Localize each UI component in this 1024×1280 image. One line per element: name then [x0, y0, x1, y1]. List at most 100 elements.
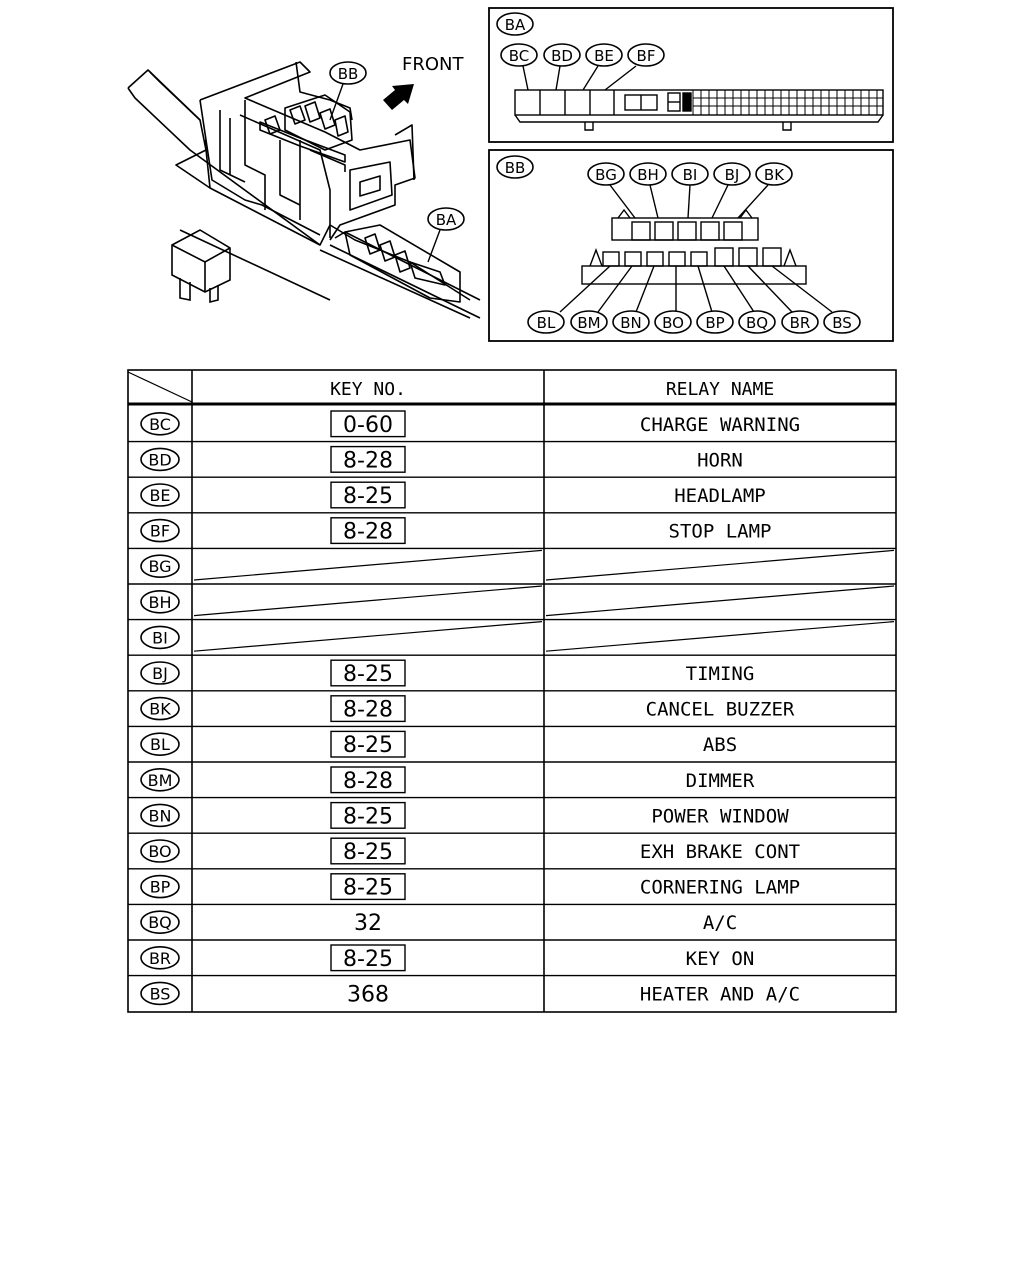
- key-no: 0-60: [343, 413, 393, 438]
- key-no: 8-25: [343, 733, 393, 758]
- table-row: BM 8-28 DIMMER: [128, 761, 896, 794]
- table-row: BK 8-28 CANCEL BUZZER: [128, 690, 896, 723]
- bb-label-bm: BM: [570, 310, 608, 334]
- svg-text:BJ: BJ: [725, 166, 740, 184]
- bb-label-bk: BK: [755, 162, 793, 186]
- svg-text:BL: BL: [150, 735, 170, 754]
- front-label: FRONT: [402, 54, 464, 75]
- key-no: 32: [354, 911, 382, 936]
- header-key-no: KEY NO.: [330, 379, 406, 400]
- table-row: BH: [128, 583, 896, 617]
- row-code: BO: [140, 839, 180, 863]
- front-arrow-icon: [383, 84, 414, 110]
- row-code: BR: [140, 945, 180, 970]
- key-no: 8-28: [343, 698, 393, 723]
- callout-ba: BA: [427, 207, 465, 263]
- svg-text:BL: BL: [537, 314, 556, 332]
- table-row: BG: [128, 547, 896, 581]
- bb-label-bi: BI: [671, 162, 709, 186]
- svg-text:BS: BS: [150, 984, 171, 1003]
- key-box: [330, 766, 406, 794]
- relay-name: HORN: [697, 449, 743, 471]
- key-no: 8-28: [343, 769, 393, 794]
- table-row: BI: [128, 618, 896, 652]
- svg-text:BO: BO: [662, 314, 684, 332]
- relay-name: TIMING: [686, 663, 755, 685]
- svg-text:BH: BH: [148, 593, 171, 612]
- key-box: [330, 695, 406, 723]
- svg-text:BI: BI: [683, 166, 698, 184]
- relay-name: CORNERING LAMP: [640, 877, 800, 899]
- svg-text:BQ: BQ: [746, 314, 768, 332]
- svg-text:BE: BE: [594, 47, 614, 65]
- svg-text:BG: BG: [595, 166, 617, 184]
- key-box: [330, 730, 406, 758]
- key-no: 8-25: [343, 484, 393, 509]
- svg-text:BI: BI: [152, 628, 168, 647]
- key-box: [330, 517, 406, 545]
- key-no: 368: [347, 982, 389, 1007]
- table-row: BS 368 HEATER AND A/C: [128, 974, 896, 1007]
- relay-name: EXH BRAKE CONT: [640, 841, 800, 863]
- bb-label-bs: BS: [823, 310, 861, 334]
- empty-name-diagonal: [545, 549, 895, 581]
- row-code: BN: [140, 803, 180, 828]
- row-code: BL: [140, 732, 180, 757]
- relay-name: KEY ON: [686, 948, 755, 970]
- bb-label-bl: BL: [527, 310, 565, 334]
- row-code: BE: [140, 483, 180, 507]
- ba-label-bc: BC: [500, 43, 538, 67]
- svg-text:BF: BF: [150, 522, 170, 541]
- relay-name: STOP LAMP: [669, 521, 772, 543]
- svg-text:BG: BG: [148, 557, 171, 576]
- svg-text:BC: BC: [509, 47, 530, 65]
- table-row: BE 8-25 HEADLAMP: [128, 476, 896, 509]
- svg-text:BJ: BJ: [152, 664, 168, 683]
- row-code: BH: [140, 589, 180, 614]
- table-row: BR 8-25 KEY ON: [128, 939, 896, 972]
- bb-label-bn: BN: [612, 310, 650, 334]
- row-code: BK: [140, 696, 180, 721]
- svg-text:BF: BF: [637, 47, 656, 65]
- ba-label-bf: BF: [627, 43, 665, 67]
- svg-text:BB: BB: [338, 65, 359, 83]
- relay-name: DIMMER: [686, 770, 755, 792]
- empty-key-diagonal: [193, 621, 543, 652]
- svg-text:BR: BR: [149, 949, 171, 968]
- empty-name-diagonal: [545, 621, 895, 652]
- svg-text:BK: BK: [764, 166, 785, 184]
- svg-text:BB: BB: [505, 159, 526, 177]
- relay-name: CANCEL BUZZER: [646, 699, 795, 721]
- bb-label-bj: BJ: [713, 162, 751, 186]
- callout-bb: BB: [329, 61, 367, 121]
- relay-name: HEATER AND A/C: [640, 983, 800, 1005]
- bb-label-bh: BH: [629, 162, 667, 186]
- relay-name: ABS: [703, 734, 737, 756]
- row-code: BM: [140, 767, 180, 792]
- relay-name: HEADLAMP: [674, 485, 766, 507]
- key-box: [330, 837, 406, 865]
- relay-name: POWER WINDOW: [651, 805, 789, 827]
- key-box: [330, 445, 406, 473]
- key-no: 8-25: [343, 876, 393, 901]
- empty-key-diagonal: [193, 585, 543, 617]
- key-no: 8-25: [343, 662, 393, 687]
- table-row: BJ 8-25 TIMING: [128, 654, 896, 687]
- row-code: BD: [140, 447, 180, 472]
- svg-text:BN: BN: [620, 314, 642, 332]
- key-no: 8-28: [343, 448, 393, 473]
- key-no: 8-25: [343, 947, 393, 972]
- table-row: BL 8-25 ABS: [128, 725, 896, 758]
- svg-text:BD: BD: [148, 450, 171, 469]
- svg-text:BM: BM: [577, 314, 600, 332]
- key-box: [330, 944, 406, 972]
- row-code: BQ: [140, 910, 180, 935]
- key-box: [330, 659, 406, 687]
